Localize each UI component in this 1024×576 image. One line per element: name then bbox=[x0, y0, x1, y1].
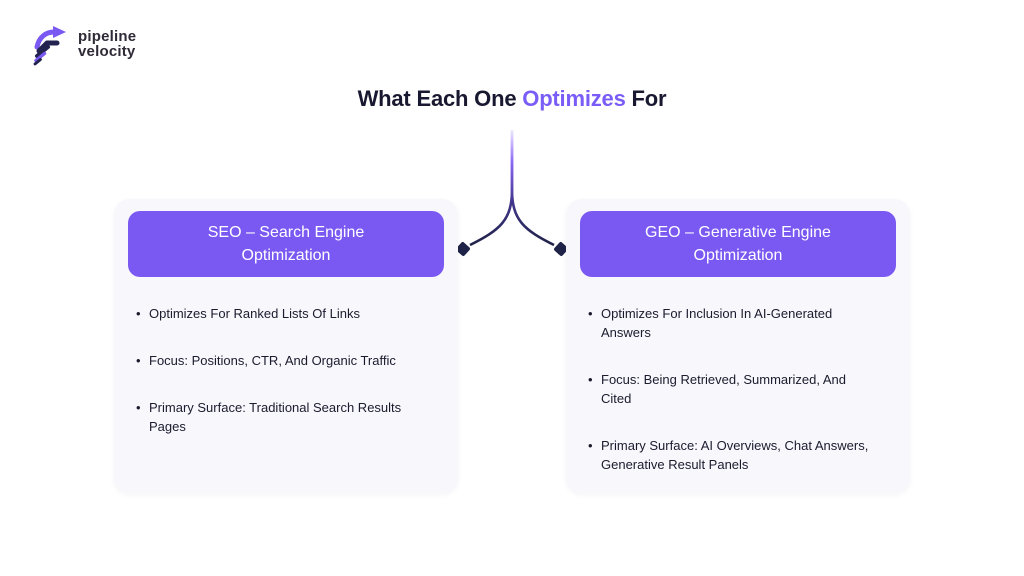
logo-word-pipeline: pipeline bbox=[78, 28, 137, 45]
seo-card: SEO – Search Engine Optimization Optimiz… bbox=[114, 199, 458, 493]
right-diamond-arrowhead bbox=[554, 242, 568, 256]
geo-bullet-2: Focus: Being Retrieved, Summarized, And … bbox=[588, 370, 898, 408]
geo-bullet-list: Optimizes For Inclusion In AI-Generated … bbox=[566, 277, 910, 474]
geo-card-header: GEO – Generative Engine Optimization bbox=[580, 211, 896, 277]
seo-card-header-label: SEO – Search Engine Optimization bbox=[207, 224, 365, 264]
seo-bullet-1: Optimizes For Ranked Lists Of Links bbox=[136, 304, 446, 323]
title-suffix: For bbox=[631, 86, 667, 111]
geo-bullet-3: Primary Surface: AI Overviews, Chat Answ… bbox=[588, 436, 898, 474]
logo-wordmark: pipeline velocity bbox=[78, 29, 136, 59]
title-highlight: Optimizes bbox=[522, 86, 626, 111]
geo-card-header-label: GEO – Generative Engine Optimization bbox=[645, 224, 831, 264]
geo-bullet-1: Optimizes For Inclusion In AI-Generated … bbox=[588, 304, 898, 342]
logo-word-velocity: velocity bbox=[78, 43, 136, 60]
geo-card: GEO – Generative Engine Optimization Opt… bbox=[566, 199, 910, 493]
left-diamond-arrowhead bbox=[456, 242, 470, 256]
seo-bullet-list: Optimizes For Ranked Lists Of Links Focu… bbox=[114, 277, 458, 436]
spiral-arrow-logo-icon bbox=[33, 26, 66, 66]
seo-card-header: SEO – Search Engine Optimization bbox=[128, 211, 444, 277]
seo-bullet-2: Focus: Positions, CTR, And Organic Traff… bbox=[136, 351, 446, 370]
split-connector-arrow bbox=[456, 130, 568, 256]
title-prefix: What Each One bbox=[357, 86, 517, 111]
page-title: What Each One Optimizes For bbox=[0, 86, 1024, 112]
pipeline-velocity-logo: pipeline velocity bbox=[28, 22, 136, 66]
seo-bullet-3: Primary Surface: Traditional Search Resu… bbox=[136, 398, 446, 436]
